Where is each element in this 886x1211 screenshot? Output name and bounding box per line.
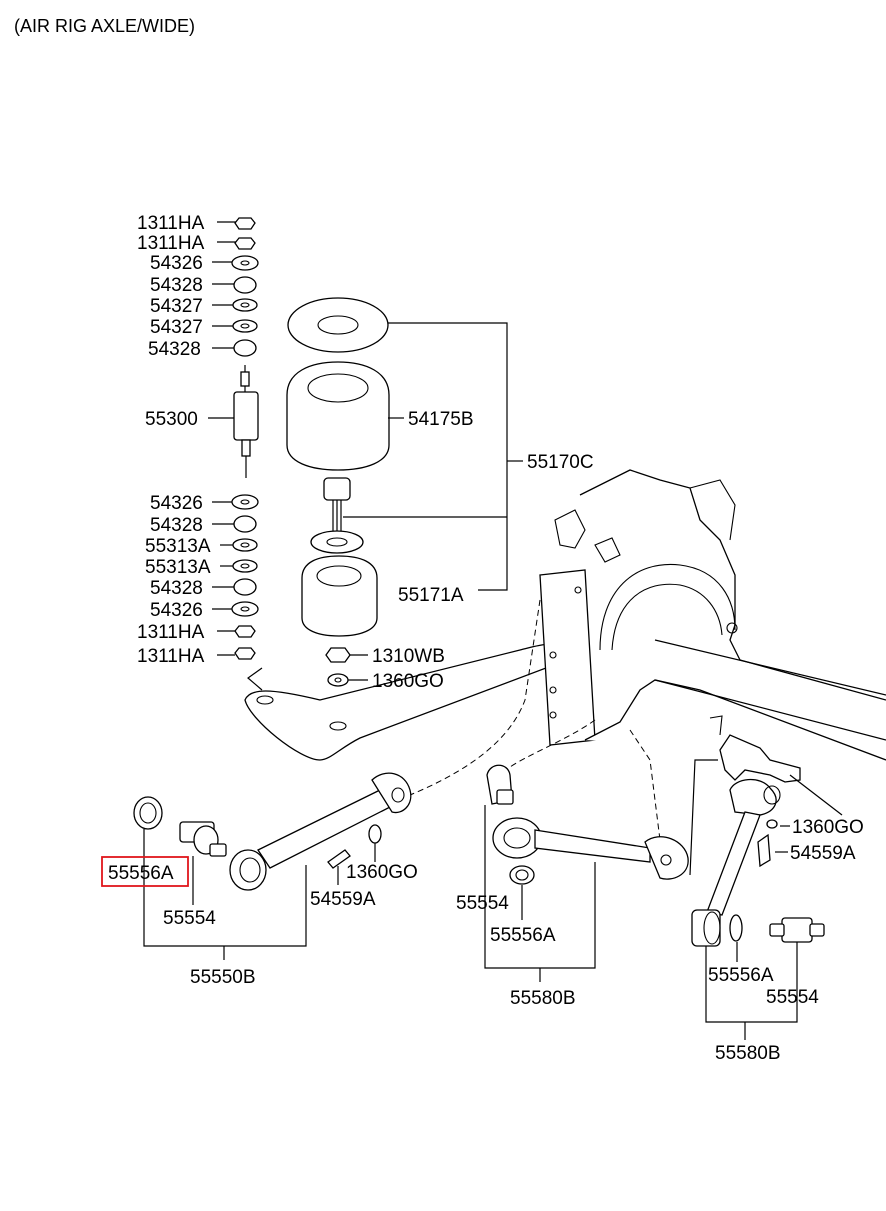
part-label-54328[interactable]: 54328 [150,578,203,599]
part-label-55556a-highlighted[interactable]: 55556A [108,863,174,884]
part-label-55580b[interactable]: 55580B [510,988,576,1009]
bushing-icon [233,276,257,294]
washer-icon [232,298,258,312]
part-label-55171a[interactable]: 55171A [398,585,464,606]
part-label-54327[interactable]: 54327 [150,317,203,338]
nut-icon [325,647,351,663]
part-label-55580b[interactable]: 55580B [715,1043,781,1064]
air-bag-icon [286,361,390,471]
part-label-55170c[interactable]: 55170C [527,452,594,473]
part-label-54327[interactable]: 54327 [150,296,203,317]
part-label-1311ha[interactable]: 1311HA [137,622,205,643]
bushing-pin-icon [769,917,825,943]
bushing-icon [233,339,257,357]
leader-lines [143,221,843,1040]
part-label-54326[interactable]: 54326 [150,600,203,621]
washer-icon [729,914,743,942]
part-label-1311ha[interactable]: 1311HA [137,213,205,234]
part-label-54328[interactable]: 54328 [150,275,203,296]
part-label-54559a[interactable]: 54559A [790,843,856,864]
part-label-54328[interactable]: 54328 [150,515,203,536]
part-label-1310wb[interactable]: 1310WB [372,646,445,667]
part-label-1360go[interactable]: 1360GO [372,671,444,692]
part-label-55556a[interactable]: 55556A [490,925,556,946]
nut-icon [234,625,256,638]
nut-icon [234,217,256,230]
piston-stud-icon [310,477,364,554]
part-label-1360go[interactable]: 1360GO [346,862,418,883]
lower-torque-rod-left [133,772,412,891]
part-label-1311ha[interactable]: 1311HA [137,233,205,254]
part-label-55554[interactable]: 55554 [456,893,509,914]
top-plate-icon [287,297,389,353]
part-label-55554[interactable]: 55554 [163,908,216,929]
bushing-pin-icon [179,821,227,857]
part-label-1360go[interactable]: 1360GO [792,817,864,838]
diagram-title: (AIR RIG AXLE/WIDE) [14,16,195,36]
axle-housing-drawing [244,469,886,876]
part-label-55313a[interactable]: 55313A [145,557,211,578]
piston-icon [301,555,378,637]
washer-icon [327,673,349,687]
part-label-54559a[interactable]: 54559A [310,889,376,910]
air-spring-assembly [286,297,390,687]
washer-icon [232,538,258,552]
part-label-55550b[interactable]: 55550B [190,967,256,988]
washer-icon [232,319,258,333]
part-labels: 1311HA 1311HA 54326 54328 54327 54327 54… [101,213,864,1064]
washer-icon [231,494,259,510]
bushing-icon [233,578,257,596]
part-label-54326[interactable]: 54326 [150,493,203,514]
shock-absorber-icon [233,365,259,478]
part-label-54175b[interactable]: 54175B [408,409,474,430]
part-label-1311ha[interactable]: 1311HA [137,646,205,667]
part-label-54326[interactable]: 54326 [150,253,203,274]
part-label-55556a[interactable]: 55556A [708,965,774,986]
nut-icon [234,647,256,660]
washer-icon [232,559,258,573]
bushing-icon [133,796,163,830]
clamp-bracket-icon [709,715,801,783]
part-label-55300[interactable]: 55300 [145,409,198,430]
lower-torque-rod-middle [486,764,689,885]
washer-icon [231,601,259,617]
part-label-55554[interactable]: 55554 [766,987,819,1008]
nut-icon [234,237,256,250]
part-label-54328[interactable]: 54328 [148,339,201,360]
highlight-box [101,856,189,887]
part-label-55313a[interactable]: 55313A [145,536,211,557]
washer-icon [231,255,259,271]
bushing-icon [509,865,535,885]
lower-torque-rod-right [691,778,825,947]
shock-absorber-stack [231,217,259,660]
bushing-icon [233,515,257,533]
